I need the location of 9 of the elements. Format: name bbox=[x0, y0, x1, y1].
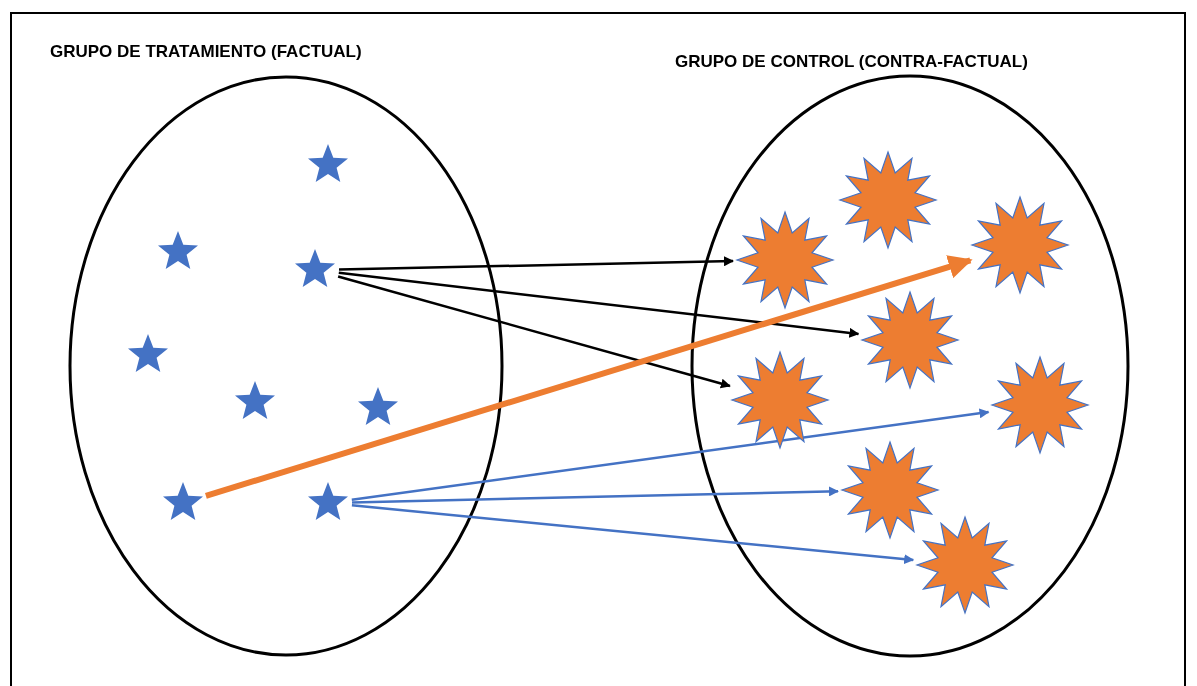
arrow bbox=[205, 255, 973, 499]
group-title: GRUPO DE CONTROL (CONTRA-FACTUAL) bbox=[675, 52, 1028, 72]
arrow bbox=[338, 271, 860, 338]
arrow bbox=[351, 504, 915, 565]
arrow bbox=[337, 275, 731, 389]
group-title: GRUPO DE TRATAMIENTO (FACTUAL) bbox=[50, 42, 362, 62]
arrow bbox=[351, 408, 990, 501]
arrow bbox=[351, 486, 839, 504]
arrow bbox=[338, 256, 734, 271]
